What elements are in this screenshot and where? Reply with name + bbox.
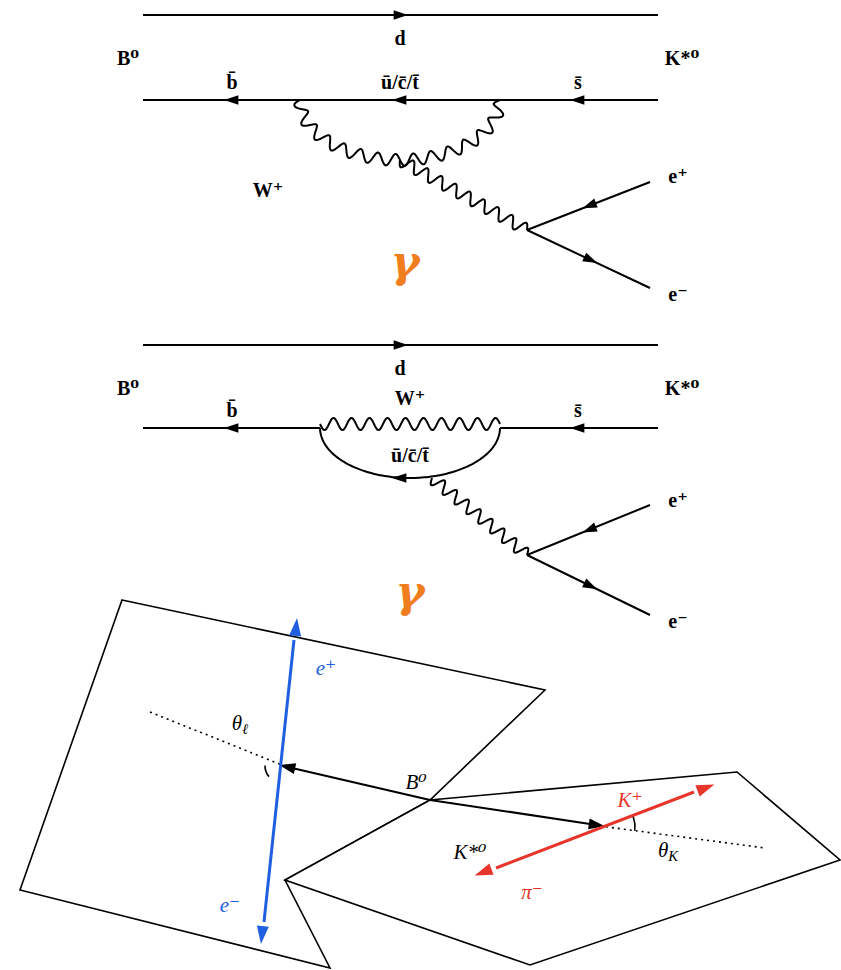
particle-label: d [394, 358, 405, 378]
w-boson [294, 100, 503, 166]
angle-arc [264, 766, 269, 777]
quark-arrow [394, 10, 408, 20]
particle-label: e⁻ [668, 284, 687, 304]
quark-loop [320, 428, 500, 478]
lepton-line [527, 505, 650, 555]
momentum-arrow [430, 800, 590, 824]
particle-label: W⁺ [395, 388, 426, 408]
lepton-line [527, 555, 650, 615]
axis-line [150, 712, 282, 765]
particle-label: ū/c̄/t̄ [381, 72, 419, 92]
lepton-arrow [582, 579, 597, 590]
hadron-momentum [496, 792, 694, 868]
lepton-line [527, 182, 650, 230]
photon [400, 160, 528, 230]
quark-arrow [392, 95, 406, 105]
quark-arrow [392, 473, 406, 483]
lepton-arrow [583, 199, 598, 209]
particle-label: b̄ [226, 400, 237, 420]
quark-arrow [570, 423, 584, 433]
angle-subscript: K [668, 848, 678, 864]
angle-arc [633, 817, 635, 831]
hadron-plane [285, 772, 840, 965]
particle-label: b̄ [226, 72, 237, 92]
particle-label: K*⁰ [665, 378, 699, 398]
lepton-momentum [264, 640, 294, 922]
particle-label: s̄ [574, 400, 582, 420]
quark-arrow [224, 95, 238, 105]
particle-label: K*⁰ [454, 842, 487, 863]
lepton-head [289, 618, 301, 637]
photon [431, 478, 529, 555]
particle-label: d [394, 28, 405, 48]
particle-label: e⁻ [220, 895, 240, 916]
angle-label: θℓ [232, 713, 248, 736]
angle-subscript: ℓ [242, 721, 248, 737]
momentum-arrow [292, 768, 430, 800]
lepton-arrow [582, 253, 597, 263]
particle-label: e⁺ [316, 658, 336, 679]
quark-arrow [394, 340, 408, 350]
particle-label: B⁰ [117, 48, 139, 68]
hadron-head [695, 784, 714, 796]
particle-label: K⁺ [617, 790, 642, 811]
quark-arrow [224, 423, 238, 433]
particle-label: e⁻ [668, 611, 687, 631]
particle-label: e⁺ [668, 490, 687, 510]
angle-symbol: θ [658, 838, 668, 862]
particle-label: e⁺ [668, 166, 687, 186]
angle-label: θK [658, 840, 678, 863]
lepton-line [527, 230, 650, 288]
particle-label: B⁰ [117, 378, 139, 398]
lepton-head [257, 925, 269, 944]
particle-label: K*⁰ [665, 48, 699, 68]
particle-label: s̄ [574, 72, 582, 92]
quark-arrow [570, 95, 584, 105]
particle-label: ū/c̄/t̄ [391, 445, 429, 465]
hadron-head [475, 864, 494, 876]
w-boson [320, 418, 500, 430]
photon-label: γ [395, 570, 424, 614]
particle-label: W⁺ [253, 180, 284, 200]
photon-label: γ [390, 240, 419, 284]
particle-label: B⁰ [405, 772, 426, 793]
angle-symbol: θ [232, 711, 242, 735]
lepton-arrow [583, 523, 598, 533]
particle-label: π⁻ [521, 882, 543, 903]
axis-line [600, 826, 765, 848]
